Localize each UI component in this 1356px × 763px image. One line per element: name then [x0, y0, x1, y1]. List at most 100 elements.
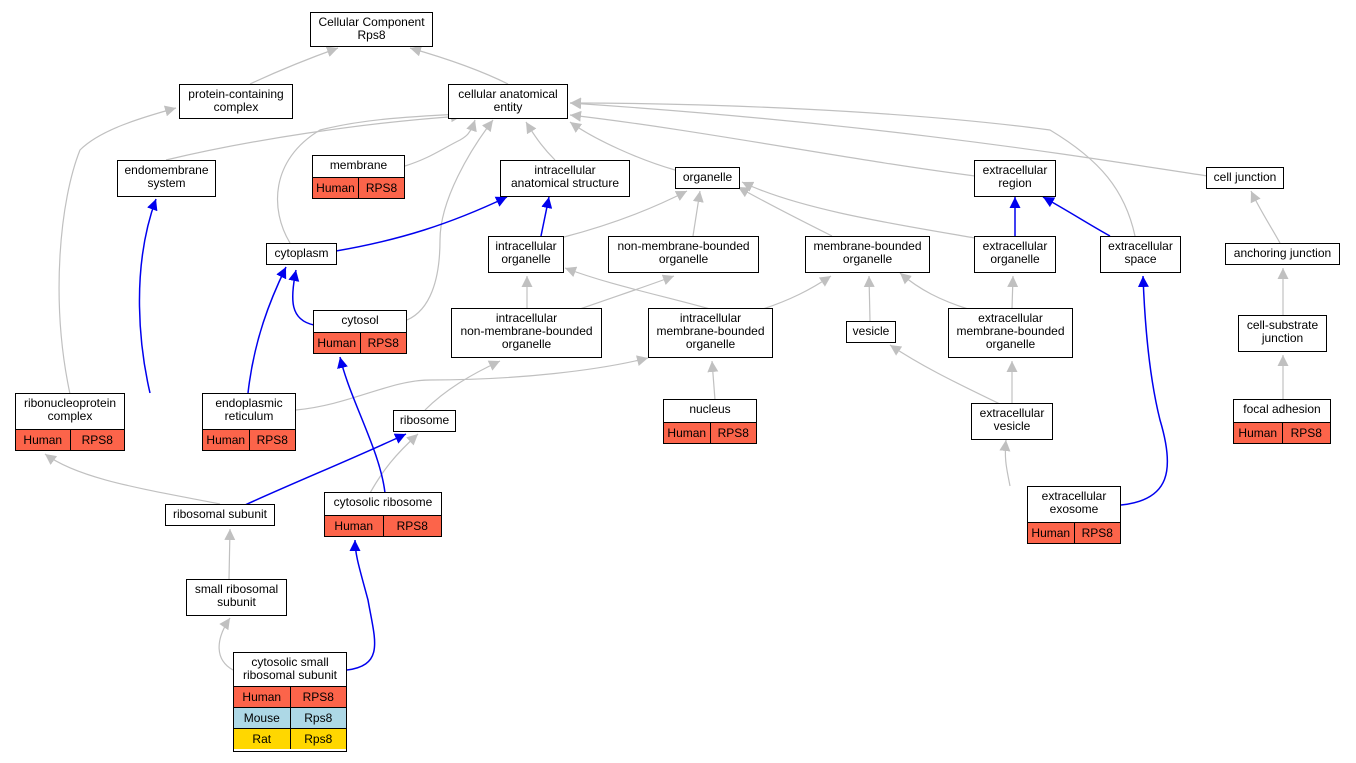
node-label: extracellular exosome [1041, 489, 1107, 516]
node-cell-substrate-junction[interactable]: cell-substrate junction [1238, 315, 1327, 352]
edge-is-a [165, 111, 463, 161]
node-label: cytosolic ribosome [333, 495, 433, 509]
node-label: extracellular vesicle [979, 406, 1045, 433]
node-label: membrane [329, 158, 388, 172]
node-extracellular-region[interactable]: extracellular region [974, 160, 1056, 197]
edge-is-a [564, 266, 711, 310]
edge-is-a [707, 360, 719, 401]
species-cell: Human [242, 690, 282, 704]
species-cell: Human [317, 336, 357, 350]
edge-is-a [692, 190, 704, 237]
edge-is-a [579, 274, 675, 310]
species-cell: Human [206, 433, 246, 447]
node-intracellular-membrane-bounded-organelle[interactable]: intracellular membrane-bounded organelle [648, 308, 773, 358]
node-protein-containing-complex[interactable]: protein-containing complex [179, 84, 293, 119]
node-label: ribonucleoprotein complex [23, 396, 117, 423]
node-label: Cellular Component Rps8 [318, 15, 425, 42]
node-ribosomal-subunit[interactable]: ribosomal subunit [165, 504, 275, 526]
node-membrane-bounded-organelle[interactable]: membrane-bounded organelle [805, 236, 930, 273]
node-small-ribosomal-subunit[interactable]: small ribosomal subunit [186, 579, 287, 616]
node-label: ribosomal subunit [172, 507, 268, 521]
species-cell: Human [1238, 426, 1278, 440]
edge-is-a [1250, 190, 1281, 244]
species-cell: Human [334, 519, 374, 533]
node-label: intracellular anatomical structure [510, 163, 620, 190]
node-label: intracellular non-membrane-bounded organ… [460, 311, 593, 351]
node-cellular-component[interactable]: Cellular Component Rps8 [310, 12, 433, 47]
node-label: cellular anatomical entity [458, 87, 558, 114]
edge-part-of [244, 433, 407, 506]
node-organelle[interactable]: organelle [675, 167, 740, 189]
edge-part-of [288, 269, 315, 326]
node-ribosome[interactable]: ribosome [393, 410, 456, 432]
edge-is-a [406, 119, 494, 321]
node-extracellular-vesicle[interactable]: extracellular vesicle [971, 403, 1053, 440]
edge-is-a [569, 110, 976, 177]
edge-is-a [409, 45, 509, 85]
edge-is-a [424, 360, 501, 411]
node-label: protein-containing complex [188, 87, 284, 114]
node-intracellular-anatomical-structure[interactable]: intracellular anatomical structure [500, 160, 630, 197]
node-extracellular-membrane-bounded-organelle[interactable]: extracellular membrane-bounded organelle [948, 308, 1073, 358]
edge-is-a [563, 190, 688, 238]
gene-cell: RPS8 [248, 430, 296, 450]
node-endomembrane-system[interactable]: endomembrane system [117, 160, 216, 197]
node-vesicle[interactable]: vesicle [846, 321, 896, 343]
edge-part-of [335, 196, 508, 252]
node-intracellular-organelle[interactable]: intracellular organelle [488, 236, 564, 273]
edge-is-a [569, 98, 1209, 177]
gene-row: Human RPS8 [325, 516, 441, 536]
node-label: endomembrane system [124, 163, 209, 190]
edge-is-a [569, 97, 1136, 237]
gene-cell: RPS8 [709, 423, 757, 443]
node-label: extracellular organelle [982, 239, 1048, 266]
gene-cell: RPS8 [382, 516, 442, 536]
edge-part-of [540, 196, 553, 237]
node-label: extracellular membrane-bounded organelle [956, 311, 1065, 351]
edge-part-of [337, 356, 386, 494]
edge-is-a [404, 119, 477, 167]
edge-is-a [569, 121, 676, 171]
node-non-membrane-bounded-organelle[interactable]: non-membrane-bounded organelle [608, 236, 759, 273]
node-label: intracellular membrane-bounded organelle [656, 311, 765, 351]
edge-is-a [737, 186, 833, 237]
edge-is-a [276, 109, 463, 244]
edge-is-a [224, 528, 236, 580]
node-extracellular-organelle[interactable]: extracellular organelle [974, 236, 1056, 273]
node-label: membrane-bounded organelle [813, 239, 922, 266]
edge-is-a [295, 355, 649, 411]
species-cell: Human [23, 433, 63, 447]
species-cell: Rat [252, 732, 272, 746]
edge-is-a [44, 453, 221, 505]
node-cell-junction[interactable]: cell junction [1206, 167, 1284, 189]
edge-is-a [863, 275, 875, 322]
edge-is-a [899, 272, 969, 310]
node-label: extracellular region [982, 163, 1048, 190]
edge-is-a [249, 46, 339, 85]
node-cellular-anatomical-entity[interactable]: cellular anatomical entity [448, 84, 568, 119]
node-label: endoplasmic reticulum [215, 396, 283, 423]
node-cytoplasm[interactable]: cytoplasm [266, 243, 337, 265]
node-label: intracellular organelle [495, 239, 557, 266]
node-extracellular-space[interactable]: extracellular space [1100, 236, 1181, 273]
node-anchoring-junction[interactable]: anchoring junction [1225, 243, 1340, 265]
node-intracellular-non-membrane-bounded-organelle[interactable]: intracellular non-membrane-bounded organ… [451, 308, 602, 358]
edge-is-a [741, 181, 976, 239]
node-label: small ribosomal subunit [194, 582, 279, 609]
edge-is-a [58, 105, 177, 395]
